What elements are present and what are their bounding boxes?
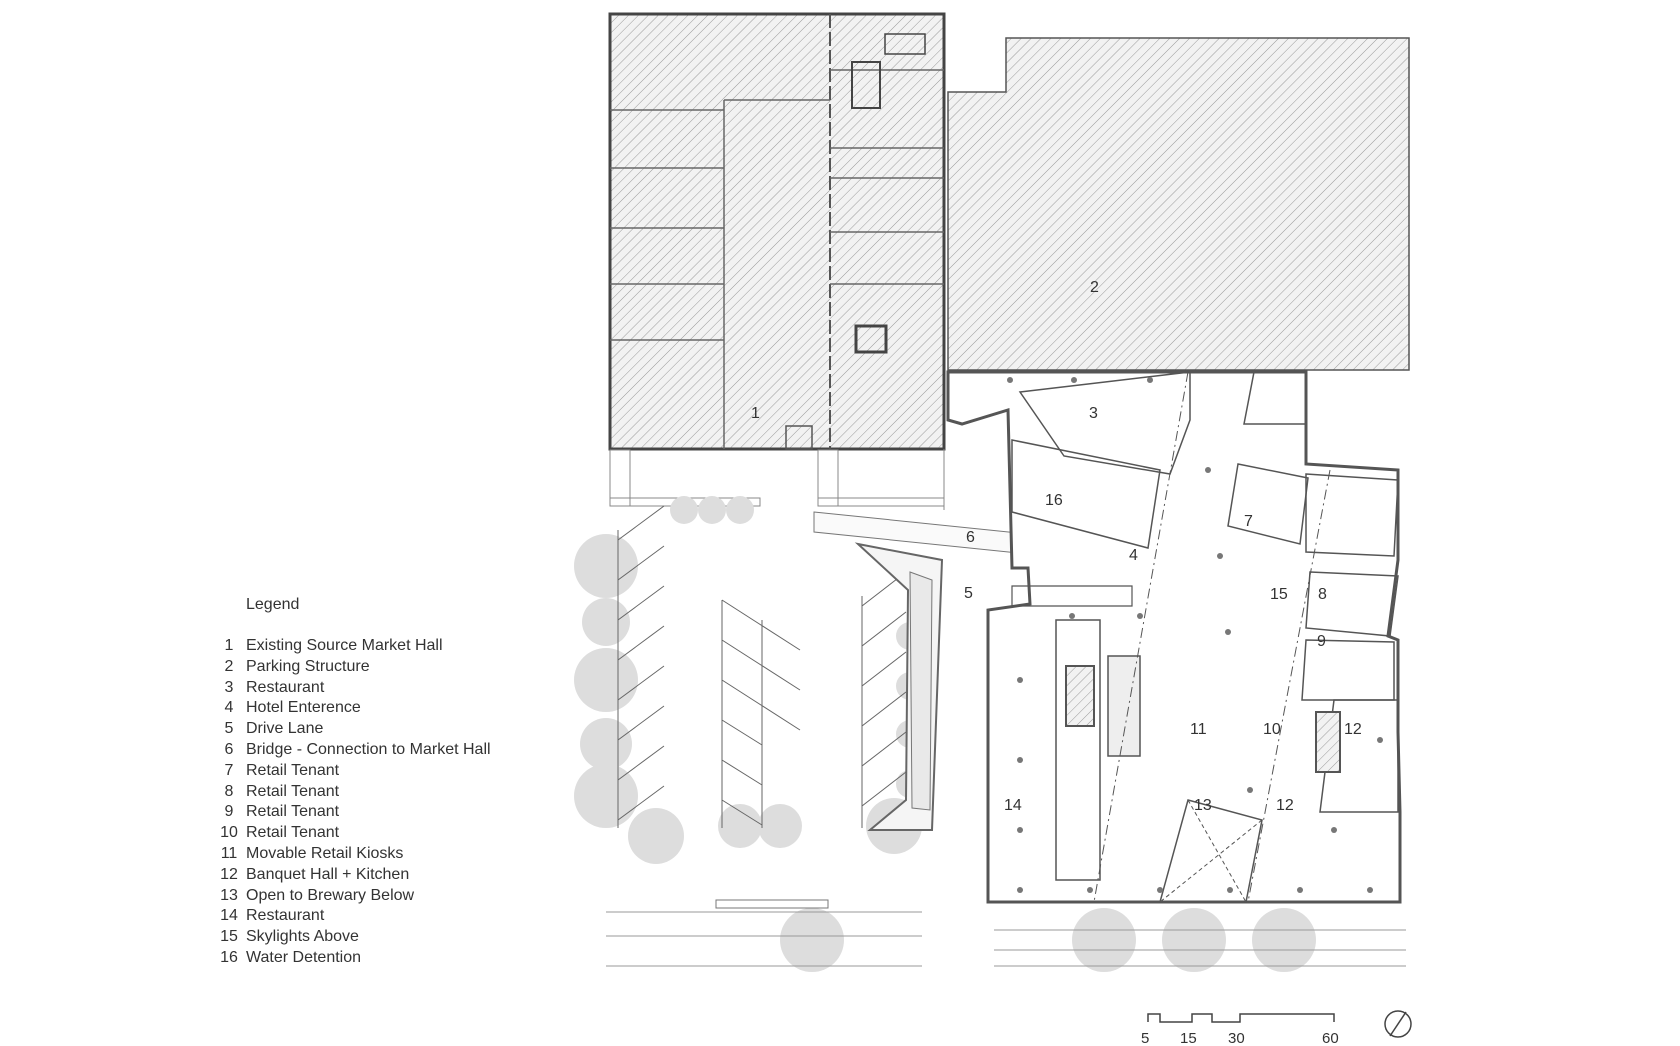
plan-label: 2	[1090, 279, 1099, 296]
north-arrow-icon	[1384, 1010, 1412, 1038]
legend-item: 16 Water Detention	[212, 948, 491, 969]
legend-title: Legend	[246, 596, 300, 613]
plan-label: 5	[964, 585, 973, 602]
legend-item: 10 Retail Tenant	[212, 823, 491, 844]
legend-label: Existing Source Market Hall	[246, 637, 443, 654]
legend-item: 12 Banquet Hall + Kitchen	[212, 865, 491, 886]
parking-structure	[947, 37, 1410, 371]
plan-label: 10	[1263, 721, 1281, 738]
legend-item: 5 Drive Lane	[212, 719, 491, 740]
legend-item: 6 Bridge - Connection to Market Hall	[212, 740, 491, 761]
stone-retaining-wall	[854, 542, 944, 831]
legend-label: Retail Tenant	[246, 782, 340, 800]
plan-label: 15	[1270, 586, 1288, 603]
structural-columns	[1007, 377, 1383, 893]
legend-item: 9 Retail Tenant	[212, 802, 491, 823]
scale-tick-label: 30	[1228, 1030, 1245, 1046]
legend-number: 1	[224, 637, 234, 654]
legend-label: Retail Tenant	[246, 803, 340, 821]
plan-label: 13	[1194, 797, 1212, 814]
legend-number: 5	[224, 720, 234, 738]
plan-label: 8	[1318, 586, 1327, 603]
scale-tick-label: 5	[1141, 1030, 1149, 1046]
legend-number: 2	[224, 657, 234, 675]
plan-label: 4	[1129, 547, 1138, 564]
legend-item: 11 Movable Retail Kiosks	[212, 844, 491, 865]
legend-item: 7 Retail Tenant	[212, 761, 491, 782]
scale-bar: 5 15 30 60	[1141, 1013, 1339, 1046]
plan-label: 12	[1344, 721, 1362, 738]
plan-label: 7	[1244, 513, 1253, 530]
legend-number: 13	[220, 886, 238, 904]
hotel-building	[946, 370, 1402, 904]
scale-tick-label: 60	[1322, 1030, 1339, 1046]
legend-number: 15	[220, 928, 238, 946]
legend-number: 16	[220, 948, 238, 966]
legend-number: 9	[224, 803, 234, 821]
legend-label: Retail Tenant	[246, 824, 340, 842]
legend-item: 14 Restaurant	[212, 906, 491, 927]
scale-tick-label: 15	[1180, 1030, 1197, 1046]
legend-label: Drive Lane	[246, 720, 324, 738]
legend-number: 8	[224, 782, 234, 800]
legend-label: Banquet Hall + Kitchen	[246, 865, 410, 883]
market-plaza	[609, 449, 945, 510]
legend-item: 1 Existing Source Market Hall	[212, 636, 491, 657]
legend-item: 13 Open to Brewary Below	[212, 886, 491, 907]
legend-item: 15 Skylights Above	[212, 927, 491, 948]
legend-label: Retail Tenant	[246, 761, 340, 779]
legend-number: 14	[220, 907, 238, 925]
plan-label: 6	[966, 529, 975, 546]
legend-item: 3 Restaurant	[212, 678, 491, 699]
legend-label: Bridge - Connection to Market Hall	[246, 740, 491, 758]
legend: Legend 1 Existing Source Market Hall 2 Par…	[212, 596, 491, 969]
legend-number: 6	[224, 740, 234, 758]
legend-number: 7	[224, 761, 234, 779]
market-hall-building	[608, 12, 946, 451]
legend-item: 4 Hotel Enterence	[212, 698, 491, 719]
legend-number: 3	[224, 678, 234, 696]
plan-label: 14	[1004, 797, 1022, 814]
legend-label: Skylights Above	[246, 928, 359, 946]
legend-number: 4	[224, 699, 234, 717]
plan-room-labels: 1 2 3 16 7 6 4 5 15 8 9 11 10 12 14 13 1…	[751, 279, 1362, 814]
legend-number: 11	[220, 844, 238, 862]
legend-item: 8 Retail Tenant	[212, 782, 491, 803]
plan-label: 16	[1045, 492, 1063, 509]
legend-label: Open to Brewary Below	[246, 886, 415, 904]
legend-label: Restaurant	[246, 678, 325, 696]
plan-label: 11	[1190, 721, 1207, 738]
site-trees	[574, 478, 1316, 972]
street-edge	[606, 899, 1406, 967]
legend-number: 12	[220, 865, 238, 883]
plan-label: 3	[1089, 405, 1098, 422]
surface-parking	[617, 505, 907, 828]
plan-label: 12	[1276, 797, 1294, 814]
legend-label: Parking Structure	[246, 657, 370, 675]
legend-label: Hotel Enterence	[246, 699, 361, 717]
legend-label: Water Detention	[246, 948, 362, 966]
legend-label: Movable Retail Kiosks	[246, 844, 404, 862]
legend-item: 2 Parking Structure	[212, 657, 491, 678]
legend-list: 1 Existing Source Market Hall 2 Parking St…	[212, 636, 491, 969]
legend-number: 10	[220, 824, 238, 842]
legend-label: Restaurant	[246, 907, 325, 925]
plan-label: 1	[751, 405, 760, 422]
plan-label: 9	[1317, 633, 1326, 650]
